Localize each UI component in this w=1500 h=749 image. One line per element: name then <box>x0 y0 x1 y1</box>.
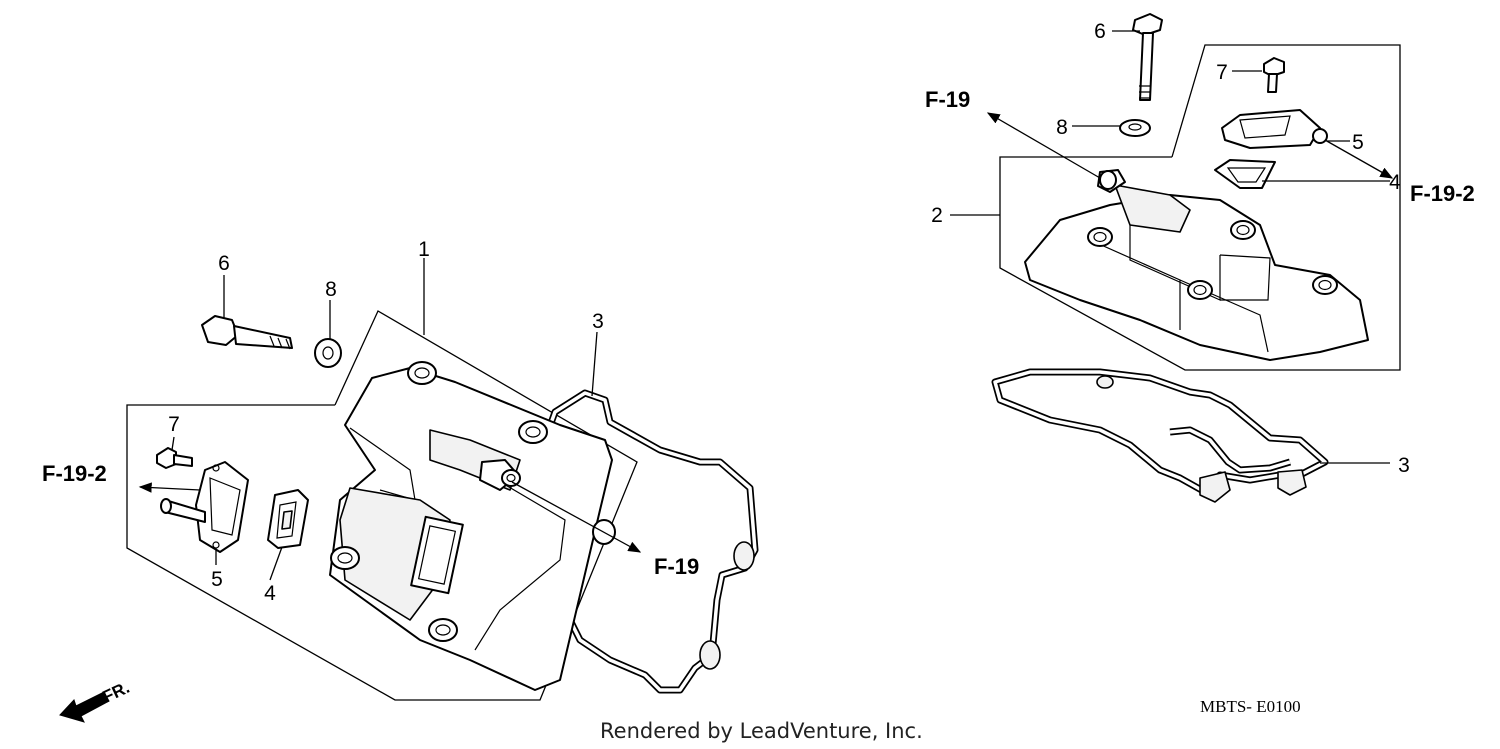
callout-8: 8 <box>325 278 337 301</box>
left-bolt-6 <box>201 315 293 350</box>
callout-6: 6 <box>218 252 230 275</box>
callout-3-right: 3 <box>1398 454 1410 477</box>
left-reed-4 <box>267 489 309 549</box>
front-arrow-icon <box>59 691 110 723</box>
left-bolt-7 <box>156 447 193 469</box>
callout-2: 2 <box>931 204 943 227</box>
callout-6-right: 6 <box>1094 20 1106 43</box>
render-credit: Rendered by LeadVenture, Inc. <box>600 719 923 743</box>
callout-1: 1 <box>418 238 430 261</box>
right-reed-4 <box>1214 159 1276 189</box>
right-bolt-7 <box>1263 57 1285 93</box>
callout-5: 5 <box>211 568 223 591</box>
ref-f19-right: F-19 <box>925 87 970 112</box>
right-group-bracket <box>999 44 1401 371</box>
callout-7-right: 7 <box>1216 61 1228 84</box>
callout-4: 4 <box>264 582 276 605</box>
right-joint-5 <box>1221 109 1328 149</box>
ref-f19-2-left: F-19-2 <box>42 461 107 486</box>
right-bolt-6 <box>1132 13 1163 101</box>
callout-3: 3 <box>592 310 604 333</box>
right-washer-8 <box>1119 119 1151 137</box>
left-joint-5 <box>160 461 249 553</box>
diagram-code: MBTS- E0100 <box>1200 697 1301 716</box>
left-valve-cover <box>329 361 616 691</box>
left-washer-8 <box>314 338 342 368</box>
right-valve-cover <box>1024 169 1369 361</box>
ref-f19-2-right: F-19-2 <box>1410 181 1475 206</box>
front-direction-marker: FR. <box>59 678 133 723</box>
callout-4-right: 4 <box>1389 171 1401 194</box>
left-assembly: 1 3 4 5 6 7 8 F-19-2 F-19 <box>42 238 759 701</box>
callout-7: 7 <box>168 413 180 436</box>
right-assembly: 2 3 4 5 6 7 8 F-19 F-19-2 <box>925 13 1475 503</box>
callout-5-right: 5 <box>1352 131 1364 154</box>
left-group-bracket <box>126 310 638 701</box>
callout-8-right: 8 <box>1056 116 1068 139</box>
ref-f19-left: F-19 <box>654 554 699 579</box>
